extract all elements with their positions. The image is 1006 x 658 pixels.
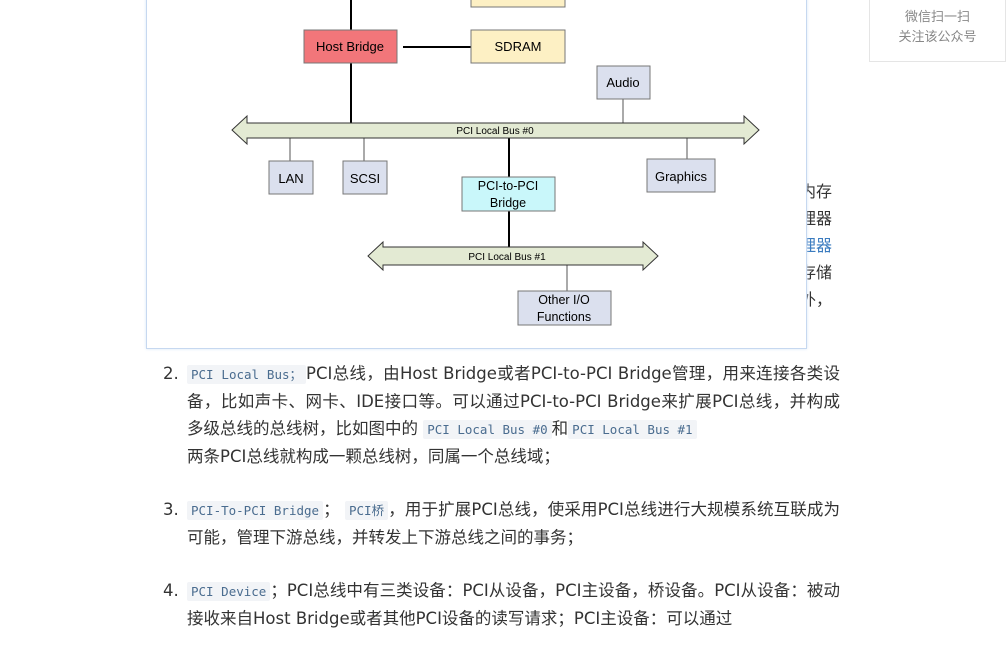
item-number: 3. xyxy=(163,500,179,519)
inline-code: PCI Device xyxy=(187,582,271,601)
list-item: 3. PCI-To-PCI Bridge； PCI桥，用于扩展PCI总线，使采用P… xyxy=(150,496,840,551)
pci-diagram-figure: PCI Local Bus #0 PCI Local Bus #1 Host B… xyxy=(146,0,807,349)
item-text: 两条PCI总线就构成一颗总线树，同属一个总线域； xyxy=(187,447,560,466)
item-text: ，用于扩展PCI总线，使采用PCI总线进行大规模系统互联成为可能，管理下游总线，… xyxy=(187,500,840,547)
bus0-arrow xyxy=(231,114,760,146)
bus1-label: PCI Local Bus #1 xyxy=(468,252,546,263)
lan-box xyxy=(268,160,314,195)
scsi-label: SCSI xyxy=(350,171,380,186)
bus1-arrow xyxy=(367,240,659,272)
overlapped-text-fragments: 内存 理器 理器 存储 外， xyxy=(800,178,840,313)
pci-to-pci-label: PCI-to-PCI xyxy=(478,179,538,193)
graphics-label: Graphics xyxy=(655,169,708,184)
text-fragment: 内存 xyxy=(800,182,833,201)
item-number: 4. xyxy=(163,581,179,600)
bus0-label: PCI Local Bus #0 xyxy=(456,126,534,137)
other-io-label: Other I/O xyxy=(538,293,590,307)
audio-label: Audio xyxy=(606,75,639,90)
text-fragment-link[interactable]: 理器 xyxy=(800,236,833,255)
audio-box xyxy=(596,65,651,100)
pci-diagram: PCI Local Bus #0 PCI Local Bus #1 Host B… xyxy=(231,0,760,326)
inline-code: PCI Local Bus #1 xyxy=(568,420,697,439)
qr-line1: 微信扫一扫 xyxy=(904,10,970,25)
item-text: PCI总线，由Host Bridge或者PCI-to-PCI Bridge管理，… xyxy=(187,364,840,438)
item-text: ；PCI总线中有三类设备：PCI从设备，PCI主设备，桥设备。PCI从设备：被动… xyxy=(187,581,840,628)
lan-label: LAN xyxy=(278,171,303,186)
inline-code: PCI-To-PCI Bridge xyxy=(187,501,324,520)
inline-code: PCI桥 xyxy=(344,501,389,520)
other-io-label: Functions xyxy=(537,310,591,324)
sdram-box xyxy=(470,29,566,64)
inline-code: PCI Local Bus #0 xyxy=(423,420,552,439)
content-list: 2. PCI Local Bus；PCI总线，由Host Bridge或者PCI-… xyxy=(150,360,840,658)
sdram-label: SDRAM xyxy=(495,39,542,54)
scsi-box xyxy=(342,160,388,195)
item-text: ； xyxy=(323,500,340,519)
pci-to-pci-bridge-box xyxy=(461,176,556,212)
host-bridge-label: Host Bridge xyxy=(316,39,384,54)
graphics-box xyxy=(646,158,716,193)
inline-code: PCI Local Bus； xyxy=(187,365,306,384)
list-item: 4. PCI Device；PCI总线中有三类设备：PCI从设备，PCI主设备，桥… xyxy=(150,577,840,632)
host-bridge-box xyxy=(303,29,398,64)
text-fragment: 理器 xyxy=(800,209,833,228)
list-item: 2. PCI Local Bus；PCI总线，由Host Bridge或者PCI-… xyxy=(150,360,840,470)
item-number: 2. xyxy=(163,364,179,383)
text-fragment: 存储 xyxy=(800,263,833,282)
other-io-box xyxy=(517,290,612,326)
qr-follow-widget[interactable]: 微信扫一扫 关注该公众号 xyxy=(869,0,1006,62)
text-fragment: 外， xyxy=(800,290,833,309)
pci-to-pci-label: Bridge xyxy=(490,196,526,210)
qr-line2: 关注该公众号 xyxy=(898,30,977,45)
item-text: 和 xyxy=(551,419,569,438)
